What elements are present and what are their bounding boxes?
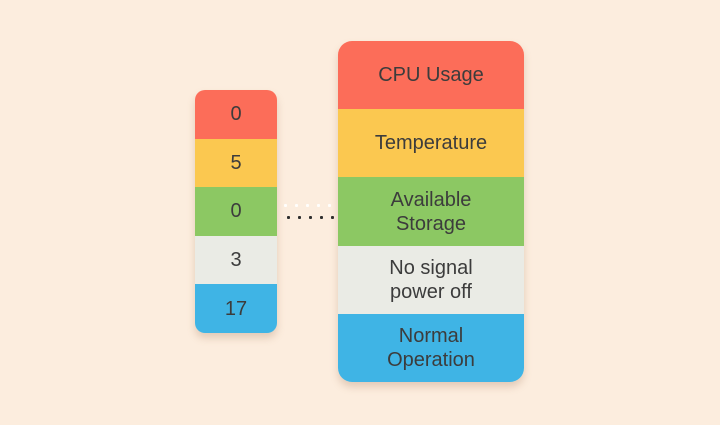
dot-icon: [298, 216, 301, 219]
dot-icon: [284, 204, 287, 207]
dot-icon: [287, 216, 290, 219]
connector-dots-highlight-row: [284, 204, 334, 207]
connector-dotted-line: [284, 204, 334, 219]
code-cell-available-storage: 0: [195, 187, 277, 236]
dot-icon: [331, 216, 334, 219]
legend-cell-temperature: Temperature: [338, 109, 524, 178]
status-legend-stack: CPU Usage Temperature Available Storage …: [338, 41, 524, 382]
dot-icon: [320, 216, 323, 219]
code-value-stack: 0 5 0 3 17: [195, 90, 277, 333]
code-cell-no-signal: 3: [195, 235, 277, 285]
dot-icon: [328, 204, 331, 207]
code-cell-cpu-usage: 0: [195, 90, 277, 139]
code-cell-temperature: 5: [195, 138, 277, 188]
dot-icon: [306, 204, 309, 207]
legend-cell-cpu-usage: CPU Usage: [338, 41, 524, 110]
legend-cell-no-signal: No signal power off: [338, 245, 524, 314]
dot-icon: [317, 204, 320, 207]
connector-dots-dark-row: [287, 216, 334, 219]
code-cell-normal-operation: 17: [195, 284, 277, 333]
legend-cell-available-storage: Available Storage: [338, 177, 524, 246]
dot-icon: [295, 204, 298, 207]
dot-icon: [309, 216, 312, 219]
legend-cell-normal-operation: Normal Operation: [338, 313, 524, 382]
